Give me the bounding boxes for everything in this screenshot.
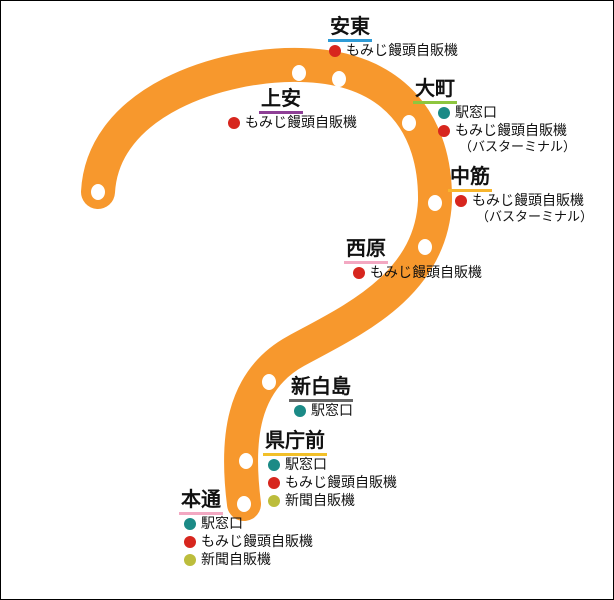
station-name[interactable]: 大町 <box>413 77 457 104</box>
amenity-item: もみじ饅頭自販機 <box>227 114 357 132</box>
ticket-window-icon <box>184 518 196 530</box>
amenity-label: 駅窓口 <box>201 516 243 532</box>
newspaper-vending-icon <box>184 554 196 566</box>
amenity-label: 駅窓口 <box>285 457 327 473</box>
station-nakasuji: 中筋 もみじ饅頭自販機 （バスターミナル） <box>448 165 593 226</box>
amenity-item: もみじ饅頭自販機 <box>328 42 458 60</box>
amenity-label: 新聞自販機 <box>285 493 355 509</box>
station-name[interactable]: 新白島 <box>289 375 353 402</box>
amenity-label: 新聞自販機 <box>201 552 271 568</box>
station-name[interactable]: 本通 <box>179 488 223 515</box>
amenity-label: もみじ饅頭自販機 <box>346 43 458 59</box>
station-markers <box>91 65 442 512</box>
station-hondori: 本通 駅窓口 もみじ饅頭自販機 新聞自販機 <box>179 488 313 569</box>
amenity-label: もみじ饅頭自販機 <box>285 475 397 491</box>
terminal-marker-west[interactable] <box>91 184 105 200</box>
amenity-item: 駅窓口 <box>293 402 353 420</box>
amenity-label: 駅窓口 <box>311 403 353 419</box>
amenity-label: もみじ饅頭自販機 <box>455 123 567 139</box>
station-anhigashi: 安東 もみじ饅頭自販機 <box>328 15 458 60</box>
amenity-label: もみじ饅頭自販機 <box>245 115 357 131</box>
vending-machine-icon <box>184 536 196 548</box>
amenity-item: 新聞自販機 <box>267 492 397 510</box>
amenity-item: もみじ饅頭自販機 <box>183 533 313 551</box>
station-shinhakushima: 新白島 駅窓口 <box>289 375 353 420</box>
station-marker-hondori[interactable] <box>237 496 251 512</box>
vending-machine-icon <box>353 267 365 279</box>
amenity-item: もみじ饅頭自販機 <box>352 264 482 282</box>
station-name[interactable]: 西原 <box>344 237 388 264</box>
ticket-window-icon <box>268 459 280 471</box>
amenity-label: もみじ饅頭自販機 <box>201 534 313 550</box>
amenity-note: （バスターミナル） <box>459 140 577 155</box>
route-line <box>81 47 453 521</box>
amenity-item: 駅窓口 <box>267 456 397 474</box>
station-kenchomae: 県庁前 駅窓口 もみじ饅頭自販機 新聞自販機 <box>263 429 397 510</box>
amenity-label: もみじ饅頭自販機 <box>472 193 584 209</box>
ticket-window-icon <box>294 405 306 417</box>
amenity-label: もみじ饅頭自販機 <box>370 265 482 281</box>
amenity-item: もみじ饅頭自販機 <box>267 474 397 492</box>
station-marker-kamiyasu[interactable] <box>292 65 306 81</box>
amenity-note: （バスターミナル） <box>476 210 594 225</box>
station-name[interactable]: 県庁前 <box>263 429 327 456</box>
station-name[interactable]: 安東 <box>328 15 372 42</box>
amenity-label: 駅窓口 <box>455 105 497 121</box>
station-marker-kenchomae[interactable] <box>239 453 253 469</box>
vending-machine-icon <box>329 45 341 57</box>
amenity-item: もみじ饅頭自販機 <box>454 192 593 210</box>
station-nishihara: 西原 もみじ饅頭自販機 <box>344 237 482 282</box>
vending-machine-icon <box>228 117 240 129</box>
amenity-item: 駅窓口 <box>183 515 313 533</box>
amenity-item: 駅窓口 <box>437 104 576 122</box>
newspaper-vending-icon <box>268 495 280 507</box>
station-name[interactable]: 上安 <box>259 87 303 114</box>
station-marker-nishihara[interactable] <box>418 239 432 255</box>
station-marker-anhigashi[interactable] <box>332 71 346 87</box>
station-kamiyasu: 上安 もみじ饅頭自販機 <box>227 87 357 132</box>
amenity-item: もみじ饅頭自販機 <box>437 122 576 140</box>
vending-machine-icon <box>455 195 467 207</box>
station-name[interactable]: 中筋 <box>448 165 492 192</box>
station-marker-nakasuji[interactable] <box>428 195 442 211</box>
vending-machine-icon <box>438 125 450 137</box>
station-marker-shinhakushima[interactable] <box>262 374 276 390</box>
vending-machine-icon <box>268 477 280 489</box>
ticket-window-icon <box>438 107 450 119</box>
amenity-item: 新聞自販機 <box>183 551 313 569</box>
station-marker-oomachi[interactable] <box>402 115 416 131</box>
station-oomachi: 大町 駅窓口 もみじ饅頭自販機 （バスターミナル） <box>413 77 576 156</box>
